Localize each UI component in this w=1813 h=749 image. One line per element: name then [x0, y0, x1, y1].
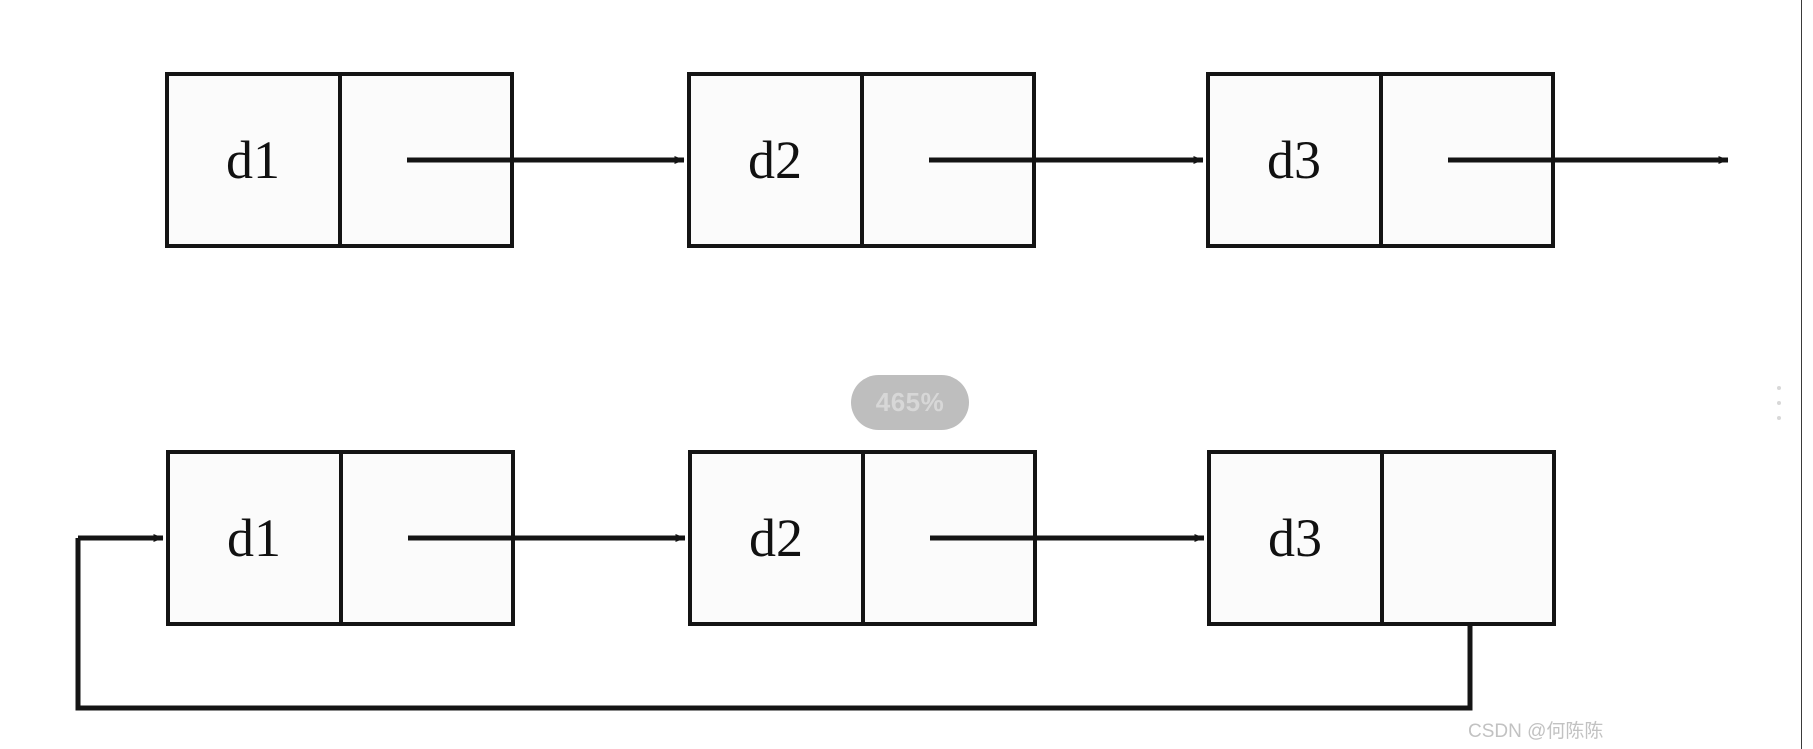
node-3-data-label: d3 [1267, 130, 1321, 190]
node-1-data-label: d1 [226, 130, 280, 190]
circular-node-3-data-label: d3 [1268, 508, 1322, 568]
ellipsis-dot [1777, 416, 1781, 420]
circular-node-2-data-label: d2 [749, 508, 803, 568]
row-singly-linked-list: d1 d2 d3 [165, 72, 1729, 248]
watermark: CSDN @何陈陈 [1468, 721, 1604, 742]
circular-node-3: d3 [1207, 450, 1556, 626]
ellipsis-dot [1777, 401, 1781, 405]
zoom-level-value: 465% [875, 387, 945, 417]
circular-node-1-data-label: d1 [227, 508, 281, 568]
zoom-level-badge: 465% [851, 375, 969, 430]
vertical-ellipsis-icon[interactable] [1772, 386, 1786, 420]
row-circular-linked-list: d1 d2 d3 [75, 450, 1556, 711]
ellipsis-dot [1777, 386, 1781, 390]
right-edge-rail [1801, 0, 1802, 749]
node-2-data-label: d2 [748, 130, 802, 190]
